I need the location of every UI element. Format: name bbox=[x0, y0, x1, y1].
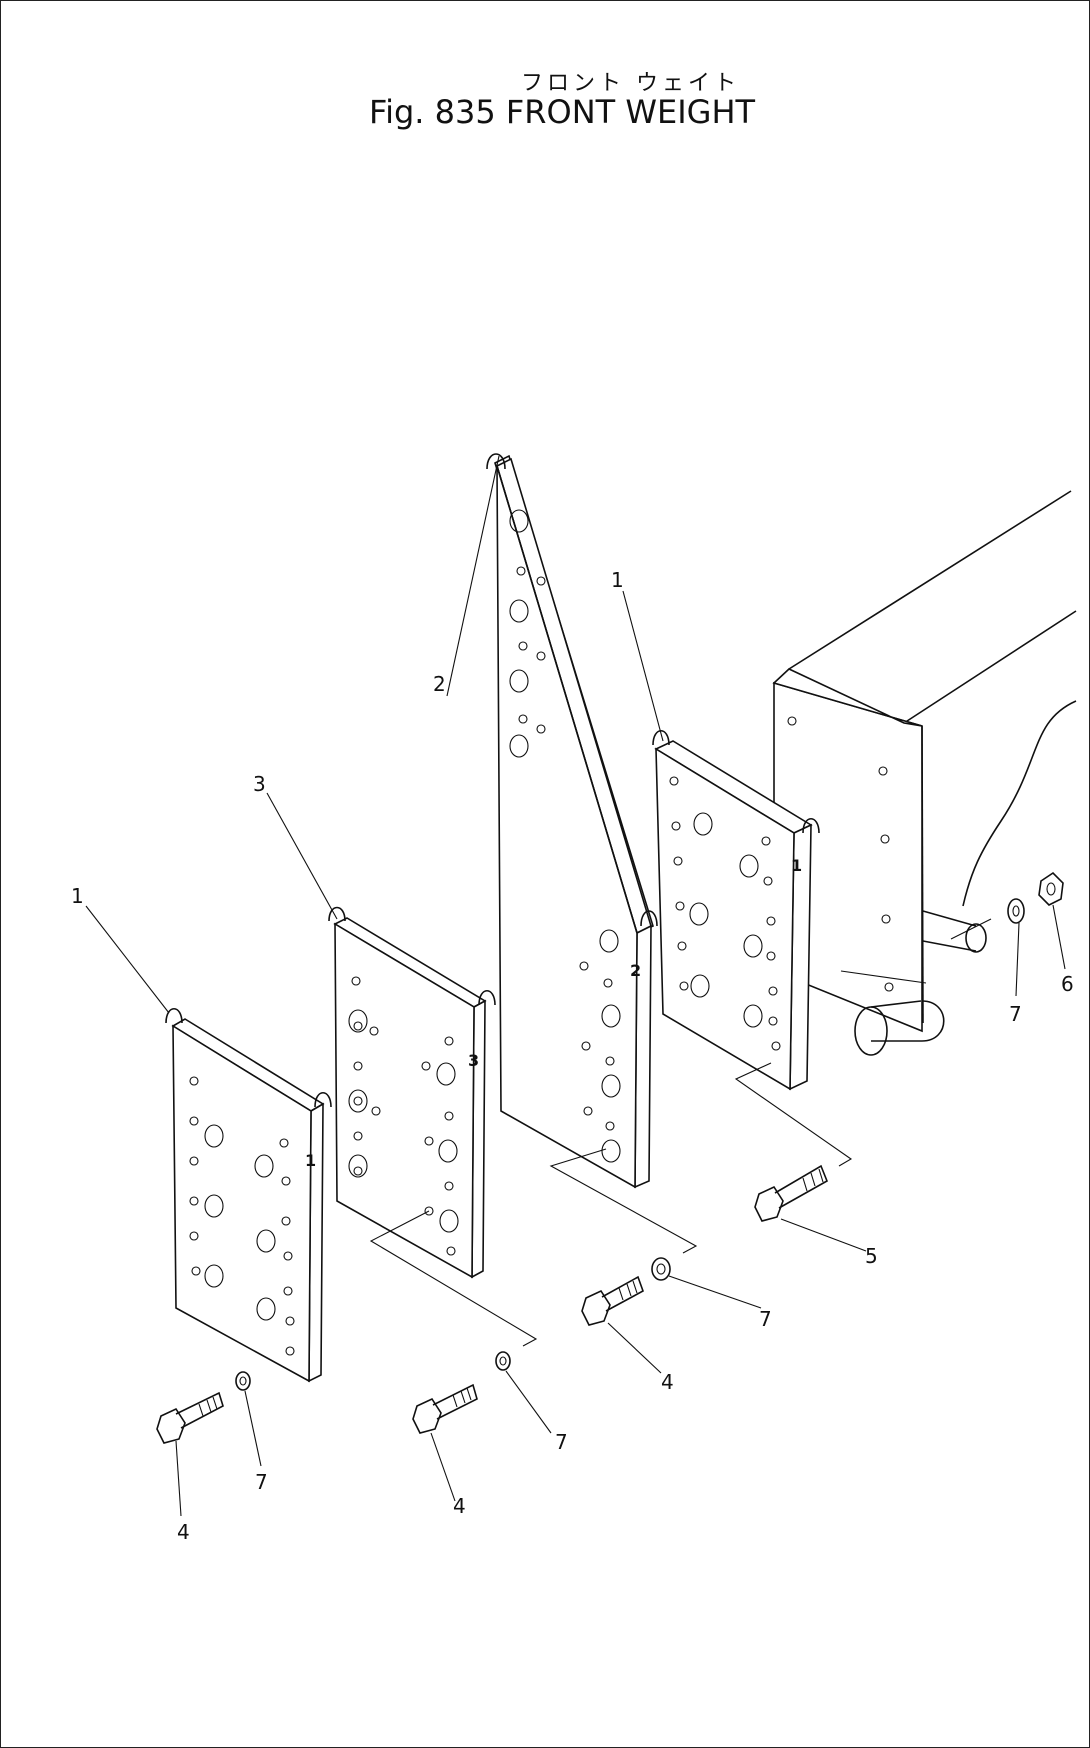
callout-label: 6 bbox=[1061, 972, 1074, 996]
figure-title: Fig. 835 FRONT WEIGHT bbox=[369, 93, 756, 131]
bolt-front-middle bbox=[412, 1351, 511, 1434]
plate-mark: 2 bbox=[630, 961, 641, 980]
callout-label: 7 bbox=[759, 1307, 772, 1331]
callout-label: 7 bbox=[555, 1430, 568, 1454]
plate-mark: 3 bbox=[468, 1051, 479, 1070]
callout-label: 4 bbox=[453, 1494, 466, 1518]
callout-label: 3 bbox=[253, 772, 266, 796]
figure-title-japanese: フロント ウェイト bbox=[521, 71, 740, 96]
plate-mark: 1 bbox=[791, 856, 802, 875]
machine-frame bbox=[772, 490, 1077, 1056]
weight-plate-3: 3 bbox=[328, 906, 496, 1279]
callout-label: 7 bbox=[255, 1470, 268, 1494]
callout-label: 1 bbox=[71, 884, 84, 908]
weight-plate-rear: 1 bbox=[652, 729, 820, 1091]
bolt-rear-long bbox=[754, 1164, 829, 1222]
weight-plate-front: 1 bbox=[165, 1007, 332, 1383]
callout-label: 5 bbox=[865, 1244, 878, 1268]
weight-plate-2: 2 bbox=[486, 453, 658, 1189]
washer-and-nut-right bbox=[1007, 871, 1064, 924]
callout-label: 7 bbox=[1009, 1002, 1022, 1026]
callout-label: 4 bbox=[177, 1520, 190, 1544]
plate-mark: 1 bbox=[305, 1151, 316, 1170]
callout-label: 1 bbox=[611, 568, 624, 592]
alignment-lines bbox=[369, 918, 992, 1347]
bolt-front-left bbox=[156, 1371, 251, 1444]
callout-label: 2 bbox=[433, 672, 446, 696]
leader-lines bbox=[85, 455, 1066, 1517]
callout-label: 4 bbox=[661, 1370, 674, 1394]
bolt-middle bbox=[581, 1257, 671, 1326]
